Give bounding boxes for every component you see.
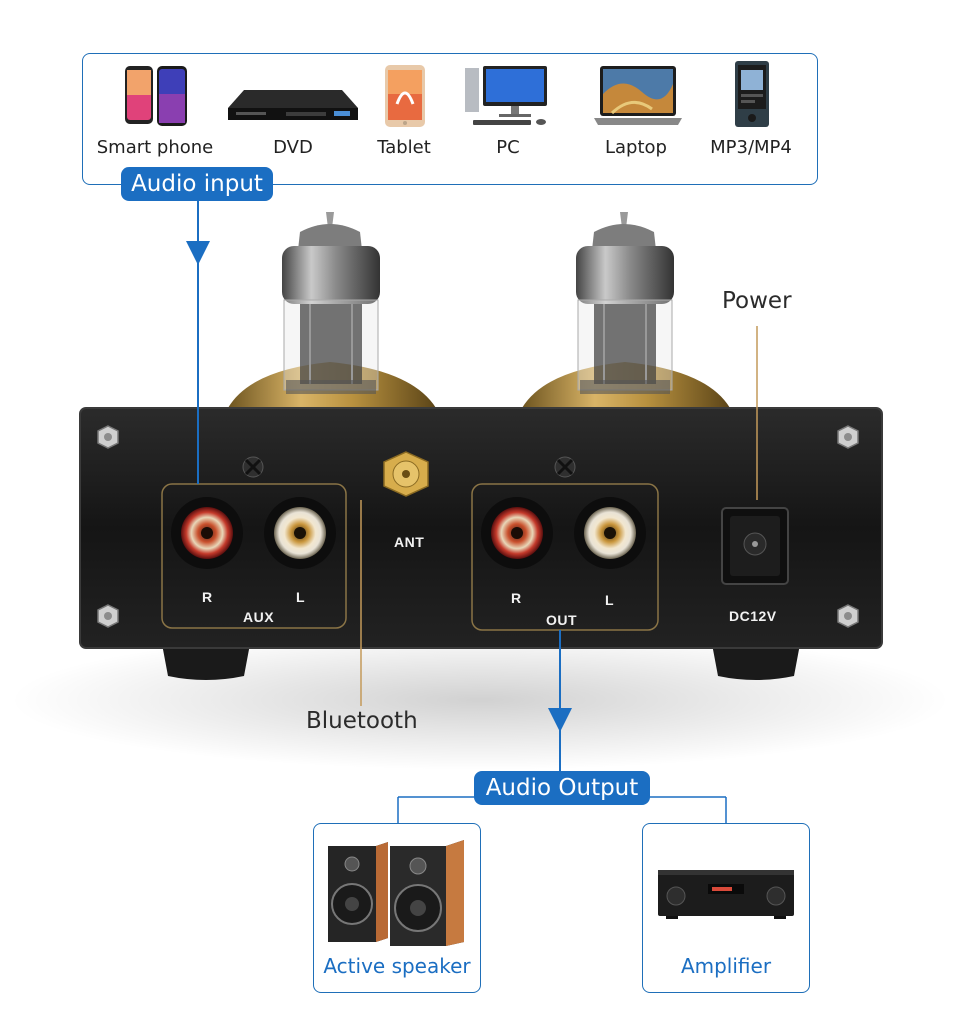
vacuum-tube-left [282,212,380,394]
active-speaker-label: Active speaker [323,954,471,978]
aux-r-label: R [202,589,213,605]
dvd-player-icon [226,86,360,126]
dc12v-label: DC12V [729,608,777,624]
out-r-label: R [511,590,522,606]
aux-l-label: L [296,589,306,605]
amplifier-icon [656,866,796,920]
device-label-laptop: Laptop [605,137,667,158]
amplifier-label: Amplifier [680,954,772,978]
out-r-jack [481,497,553,569]
aux-l-jack [264,497,336,569]
dc-power-jack [721,507,789,585]
ant-label: ANT [394,534,425,550]
laptop-icon [592,64,684,128]
out-label: OUT [546,612,578,628]
aux-label: AUX [243,609,275,625]
device-label-tablet: Tablet [377,137,431,158]
out-l-label: L [605,592,615,608]
audio-output-badge: Audio Output [474,771,650,805]
desktop-pc-icon [463,64,553,128]
smartphone-icon [122,64,192,128]
audio-input-panel [82,53,818,185]
tablet-icon [383,64,427,128]
mp3-player-icon [731,60,773,128]
device-label-mp3-mp4: MP3/MP4 [710,137,792,158]
device-label-dvd: DVD [273,137,313,158]
bluetooth-callout: Bluetooth [306,708,418,734]
device-label-pc: PC [496,137,520,158]
antenna-connector [383,451,429,497]
speaker-icon [326,838,468,946]
power-callout: Power [722,288,792,314]
vacuum-tube-right [576,212,674,394]
out-l-jack [574,497,646,569]
device-label-smart-phone: Smart phone [96,137,214,158]
audio-input-badge: Audio input [121,167,273,201]
aux-r-jack [171,497,243,569]
